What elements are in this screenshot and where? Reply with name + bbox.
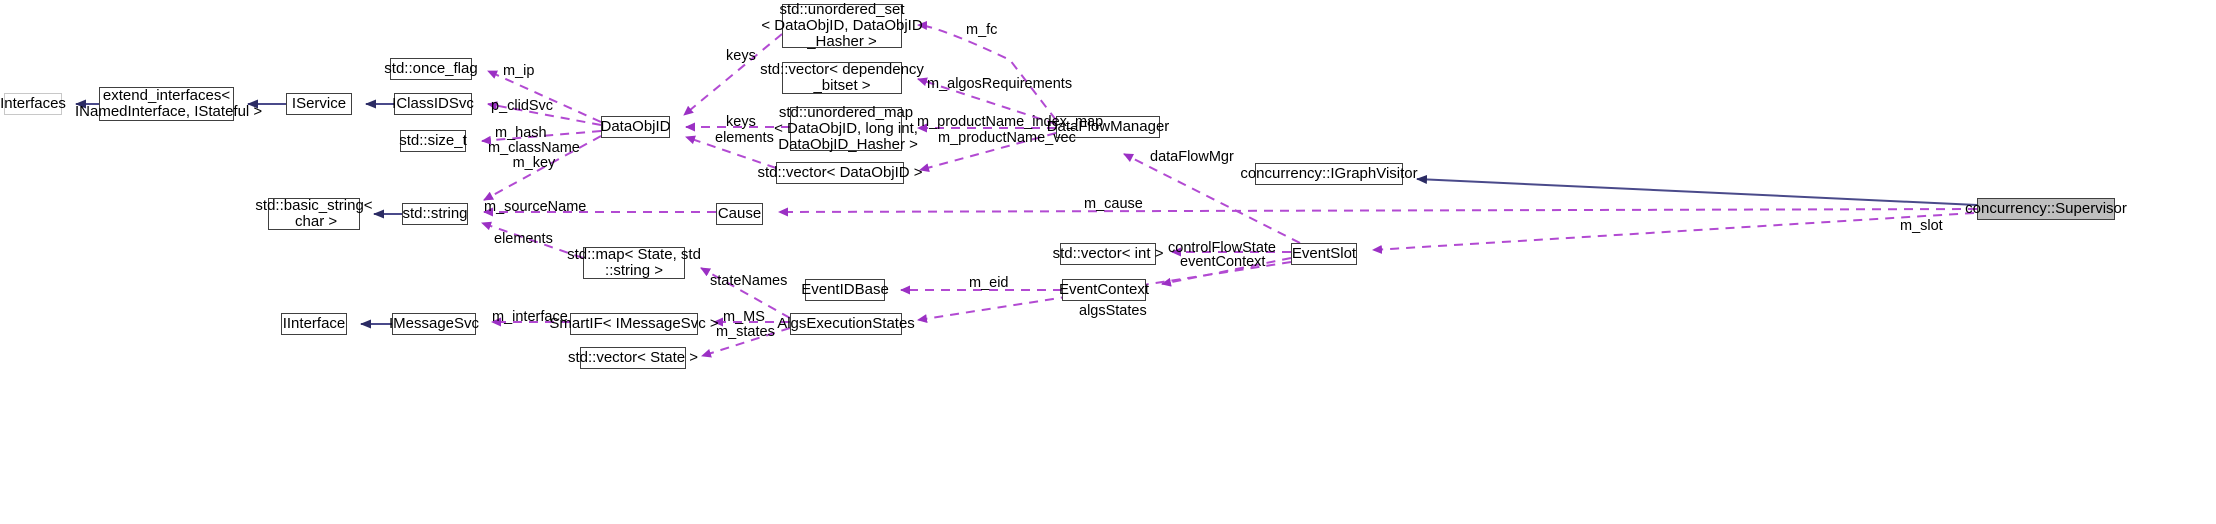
node-std-vector-dependency-bitset[interactable]: std::vector< dependency _bitset > [760, 61, 924, 94]
edge-label-elements-dataobjid: elements [715, 130, 774, 146]
edge-dataflowmanager-vector_dataobjid [919, 132, 1057, 172]
node-std-vector-int[interactable]: std::vector< int > [1053, 243, 1163, 265]
edge-label-m-fc: m_fc [966, 22, 998, 38]
node-eventidbase[interactable]: EventIDBase [801, 279, 889, 301]
node-iclassidsvc[interactable]: IClassIDSvc [392, 93, 474, 115]
node-std-map-state-string[interactable]: std::map< State, std ::string > [567, 246, 701, 279]
edge-label-algsstates: algsStates [1079, 303, 1147, 319]
node-extend-interfaces[interactable]: extend_interfaces< INamedInterface, ISta… [74, 87, 263, 121]
node-interfaces[interactable]: Interfaces [0, 93, 66, 115]
node-cause[interactable]: Cause [716, 203, 763, 225]
edge-dataflowmanager-vector_depbitset [917, 77, 1057, 125]
node-std-unordered-map[interactable]: std::unordered_map < DataObjID, long int… [774, 104, 918, 153]
node-dataobjid[interactable]: DataObjID [600, 116, 671, 138]
edge-label-m-sourcename: m_sourceName [484, 199, 587, 215]
node-eventcontext[interactable]: EventContext [1059, 279, 1149, 301]
node-smartif-imessagesvc[interactable]: SmartIF< IMessageSvc > [549, 313, 719, 335]
edge-supervisor-cause [778, 207, 1978, 217]
node-concurrency-supervisor[interactable]: concurrency::Supervisor [1965, 198, 2127, 220]
edge-label-m-interface: m_interface [492, 309, 568, 325]
node-algsexecutionstates[interactable]: AlgsExecutionStates [777, 313, 915, 335]
usage-edges [481, 20, 1991, 358]
node-concurrency-igraphvisitor[interactable]: concurrency::IGraphVisitor [1240, 163, 1418, 185]
edge-label-m-slot: m_slot [1900, 218, 1943, 234]
edge-dataobjid-iclassidsvc [487, 101, 602, 126]
edge-label-m-ip: m_ip [503, 63, 535, 79]
edge-label-m-hash: m_hash [495, 125, 547, 141]
edge-label-p-clidsvc: p_clidSvc [491, 98, 554, 114]
inheritance-edges [75, 99, 1978, 329]
edge-label-keys-top: keys [726, 48, 756, 64]
node-std-string[interactable]: std::string [402, 203, 468, 225]
edge-label-m-cause: m_cause [1084, 196, 1143, 212]
node-std-once-flag[interactable]: std::once_flag [384, 58, 478, 80]
node-std-vector-dataobjid[interactable]: std::vector< DataObjID > [757, 162, 923, 184]
node-std-unordered-set[interactable]: std::unordered_set < DataObjID, DataObjI… [761, 1, 923, 50]
edge-label-elements-string: elements [494, 231, 553, 247]
node-std-size-t[interactable]: std::size_t [399, 130, 467, 152]
edge-label-dataflowmgr: dataFlowMgr [1150, 149, 1234, 165]
node-iservice[interactable]: IService [286, 93, 352, 115]
node-eventslot[interactable]: EventSlot [1291, 243, 1357, 265]
edge-supervisor-eventslot [1372, 211, 1991, 254]
node-std-basic-string[interactable]: std::basic_string< char > [255, 197, 373, 230]
edge-label-m-eid: m_eid [969, 275, 1009, 291]
edge-label-controlflowstate: controlFlowState [1168, 240, 1276, 256]
edge-eventslot-dataflowmanager [1123, 153, 1301, 244]
edge-label-m-ms: m_MS [723, 309, 765, 325]
edge-unordered_set-dataobjid [683, 33, 783, 116]
node-dataflowmanager[interactable]: DataFlowManager [1047, 116, 1169, 138]
edge-label-m-productname-index-map: m_productName_index_map [917, 114, 1104, 130]
edge-algsexecstates-map_state_string [700, 267, 791, 319]
node-std-vector-state[interactable]: std::vector< State > [568, 347, 698, 369]
edge-map_state_string-string [481, 221, 584, 259]
edge-label-m-classname-m-key: m_className m_key [488, 140, 580, 171]
edge-dataobjid-string [483, 135, 602, 201]
edge-dataflowmanager-unordered_set [917, 20, 1057, 121]
edge-label-m-algosrequirements: m_algosRequirements [927, 76, 1073, 92]
edge-label-m-states: m_states [716, 324, 775, 340]
edge-supervisor-igraphvisitor [1416, 174, 1978, 206]
edge-label-m-productname-vec: m_productName_vec [938, 130, 1076, 146]
edge-label-keys-mid: keys [726, 114, 756, 130]
edge-dataobjid-once_flag [487, 70, 602, 123]
node-iinterface[interactable]: IInterface [281, 313, 347, 335]
node-imessagesvc[interactable]: IMessageSvc [389, 313, 479, 335]
edge-label-eventcontext: eventContext [1180, 254, 1266, 270]
edge-dataobjid-size_t [481, 130, 602, 145]
edge-eventslot-eventcontext [1161, 257, 1292, 287]
edge-label-statenames: stateNames [710, 273, 788, 289]
